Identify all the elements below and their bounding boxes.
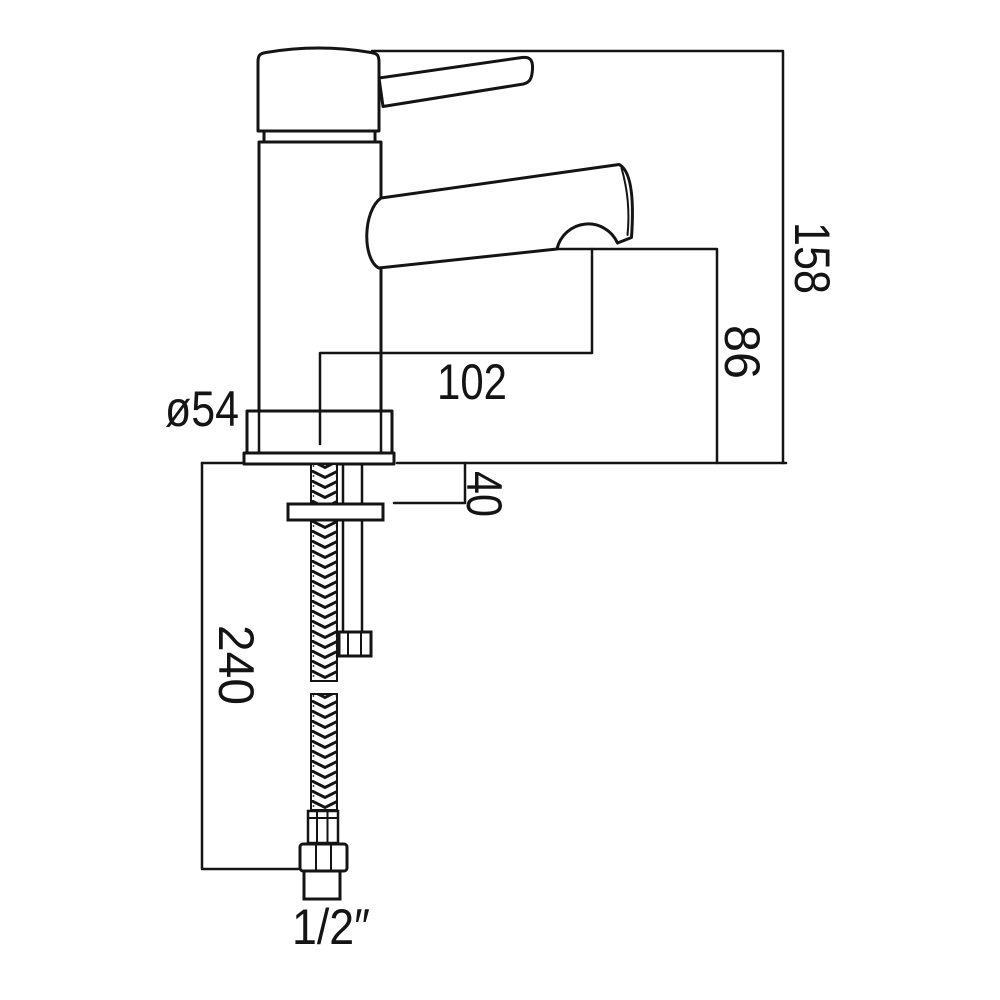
hose-ferrule [306, 809, 340, 845]
dim-line-102 [318, 247, 594, 446]
body-edges-in-escutcheon [257, 409, 383, 455]
braided-hose-upper [310, 463, 338, 682]
faucet-outline [242, 46, 634, 466]
label-deck-thickness: 40 [456, 471, 512, 517]
dim-line-40 [392, 461, 467, 505]
label-connection-size: 1/2″ [292, 899, 370, 955]
hose-connector-tail [302, 869, 342, 901]
mounting-plate [286, 502, 385, 522]
hose-hex-nut-facets [315, 843, 332, 872]
label-total-height: 158 [784, 222, 840, 294]
label-spout-height: 86 [714, 325, 770, 379]
spout [365, 163, 634, 270]
dim-line-86 [554, 247, 719, 465]
handle-lever [377, 55, 535, 108]
hose-ferrule-ridges [307, 810, 339, 844]
dim-line-158 [370, 49, 785, 465]
label-spout-reach: 102 [437, 354, 507, 410]
mounting-hardware [286, 462, 385, 901]
dimension-labels: ø54 102 158 86 40 240 1/2″ [165, 222, 840, 955]
dimension-lines [200, 49, 788, 871]
braided-hose-lower [310, 693, 338, 811]
label-hose-length: 240 [208, 625, 264, 705]
hose-hex-nut [298, 842, 349, 873]
stud-nut [337, 630, 373, 658]
neck-ring [262, 129, 377, 144]
base-escutcheon-lip [242, 451, 396, 466]
label-base-diameter: ø54 [165, 381, 239, 437]
stud-nut-facets [347, 631, 362, 657]
spout-end-edge [620, 167, 630, 236]
dim-line-240 [200, 461, 300, 871]
handle-cap [256, 46, 381, 133]
threaded-stud [341, 462, 364, 634]
